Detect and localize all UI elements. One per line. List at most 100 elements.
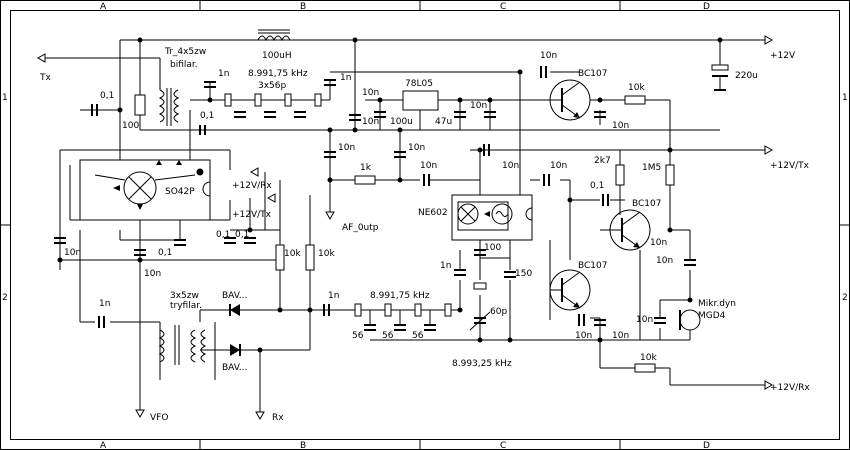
label-mic-type: MGD4 bbox=[698, 311, 726, 321]
label-plus12v-tx-a: +12V/Tx bbox=[232, 210, 272, 220]
label-plus12v-rx-a: +12V/Rx bbox=[232, 181, 272, 191]
label-bifilar: bifilar. bbox=[170, 60, 198, 70]
label-tx: Tx bbox=[39, 73, 51, 83]
label-tr-4x5zw: Tr_4x5zw bbox=[164, 47, 206, 57]
label-r-1m5: 1M5 bbox=[642, 163, 661, 173]
label-c-01-b: 0,1 bbox=[200, 111, 214, 121]
resistor-1m5 bbox=[665, 164, 675, 186]
label-reg-78l05: 78L05 bbox=[405, 79, 433, 89]
label-c-10n-k: 10n bbox=[636, 315, 653, 325]
transistor-bc107-top bbox=[540, 79, 591, 121]
label-r-2k7: 2k7 bbox=[594, 156, 611, 166]
label-rx: Rx bbox=[272, 413, 284, 423]
label-r-10k-d: 10k bbox=[640, 353, 657, 363]
label-c-10n-47: 10n bbox=[470, 101, 487, 111]
col-label-b-top: B bbox=[300, 2, 306, 12]
label-c-01-f: 0,1 bbox=[590, 181, 604, 191]
row-label-1-right: 1 bbox=[842, 93, 848, 103]
label-c-10n-l: 10n bbox=[575, 331, 592, 341]
label-mic: Mikr.dyn bbox=[698, 299, 736, 309]
label-c-100u: 100u bbox=[390, 117, 413, 127]
label-plus12v-tx-b: +12V/Tx bbox=[770, 161, 810, 171]
capacitors bbox=[54, 66, 696, 331]
regulator-78l05 bbox=[402, 90, 439, 111]
label-c-1n-d: 1n bbox=[328, 291, 339, 301]
junctions bbox=[57, 37, 723, 353]
row-label-2-right: 2 bbox=[842, 293, 848, 303]
label-c-01-a: 0,1 bbox=[100, 91, 114, 101]
capacitor-220u bbox=[711, 64, 729, 91]
col-label-c-bottom: C bbox=[500, 441, 506, 450]
label-c-1n-a: 1n bbox=[218, 69, 229, 79]
label-c-10n-i: 10n bbox=[656, 256, 673, 266]
label-c-56-c: 56 bbox=[412, 331, 424, 341]
label-freq-bottom: 8.993,25 kHz bbox=[452, 359, 512, 369]
label-c-10n-g: 10n bbox=[502, 161, 519, 171]
label-xtal-top: 3x56p bbox=[258, 81, 287, 91]
label-c-10n-d: 10n bbox=[420, 161, 437, 171]
label-freq-top: 8.991,75 kHz bbox=[248, 69, 308, 79]
resistor-10k-bottom bbox=[634, 363, 656, 373]
label-c-10n-h: 10n bbox=[550, 161, 567, 171]
label-c-150: 150 bbox=[515, 269, 532, 279]
label-freq-mid: 8.991,75 kHz bbox=[370, 291, 430, 301]
label-c-47u: 47u bbox=[435, 117, 452, 127]
label-c-10n-b: 10n bbox=[338, 143, 355, 153]
resistor-1k bbox=[354, 175, 376, 185]
col-label-a-top: A bbox=[100, 2, 107, 12]
label-c-1n-b: 1n bbox=[340, 73, 351, 83]
transistor-bc107-right bbox=[600, 209, 651, 251]
microphone-mgd4 bbox=[679, 309, 701, 331]
label-l-100uh: 100uH bbox=[262, 51, 292, 61]
label-tryfilar-a: 3x5zw bbox=[170, 291, 199, 301]
ic-so42p bbox=[79, 159, 211, 221]
resistor-2k7 bbox=[615, 164, 625, 186]
label-plus12v: +12V bbox=[770, 51, 796, 61]
crystal-filter-top bbox=[224, 93, 322, 118]
col-label-d-bottom: D bbox=[703, 441, 710, 450]
col-label-b-bottom: B bbox=[300, 441, 306, 450]
label-r-100: 100 bbox=[122, 121, 139, 131]
row-label-2-left: 2 bbox=[2, 293, 8, 303]
labels: Tx Tr_4x5zw bifilar. 100uH +12V 220u 100… bbox=[39, 47, 810, 423]
label-c-10n-m: 10n bbox=[650, 238, 667, 248]
label-ic-so42p: SO42P bbox=[165, 187, 195, 197]
label-c-10n-c: 10n bbox=[408, 143, 425, 153]
resistor-10k-top bbox=[624, 95, 646, 105]
crystal-filter-bottom bbox=[354, 303, 452, 317]
label-r-1k: 1k bbox=[360, 163, 372, 173]
label-q-bc107-c: BC107 bbox=[578, 261, 607, 271]
label-c-10n-reg: 10n bbox=[362, 117, 379, 127]
label-af-outp: AF_0utp bbox=[342, 223, 379, 233]
label-vfo: VFO bbox=[150, 413, 168, 423]
label-c-56-b: 56 bbox=[382, 331, 394, 341]
inductor-100uh bbox=[257, 35, 291, 42]
label-c-10n-q1b: 10n bbox=[612, 121, 629, 131]
label-c-10n-top: 10n bbox=[362, 88, 379, 98]
label-plus12v-rx-b: +12V/Rx bbox=[770, 383, 810, 393]
col-label-d-top: D bbox=[703, 2, 710, 12]
diode-bav-top bbox=[229, 304, 240, 316]
label-ic-ne602: NE602 bbox=[418, 208, 448, 218]
col-label-c-top: C bbox=[500, 2, 506, 12]
label-c-10n-e: 10n bbox=[64, 248, 81, 258]
col-label-a-bottom: A bbox=[100, 441, 107, 450]
transformer-tr4x5zw bbox=[158, 88, 180, 126]
label-r-10k-a: 10k bbox=[628, 83, 645, 93]
resistor-100 bbox=[134, 94, 146, 116]
transformer-tryfilar bbox=[158, 325, 207, 365]
label-r-10k-c: 10k bbox=[318, 249, 335, 259]
label-c-10n-q1: 10n bbox=[540, 51, 557, 61]
crystal-8993 bbox=[473, 282, 487, 290]
label-c-220u: 220u bbox=[735, 71, 758, 81]
label-c-100: 100 bbox=[484, 243, 501, 253]
diode-bav-bottom bbox=[230, 344, 241, 356]
label-c-10n-j: 10n bbox=[612, 331, 629, 341]
port-arrows bbox=[36, 35, 774, 421]
transistor-bc107-bottom bbox=[549, 269, 591, 311]
label-c-10n-f: 10n bbox=[144, 269, 161, 279]
label-q-bc107-a: BC107 bbox=[578, 69, 607, 79]
label-c-01-e: 0,1 bbox=[158, 248, 172, 258]
label-c-1n-c: 1n bbox=[440, 261, 451, 271]
